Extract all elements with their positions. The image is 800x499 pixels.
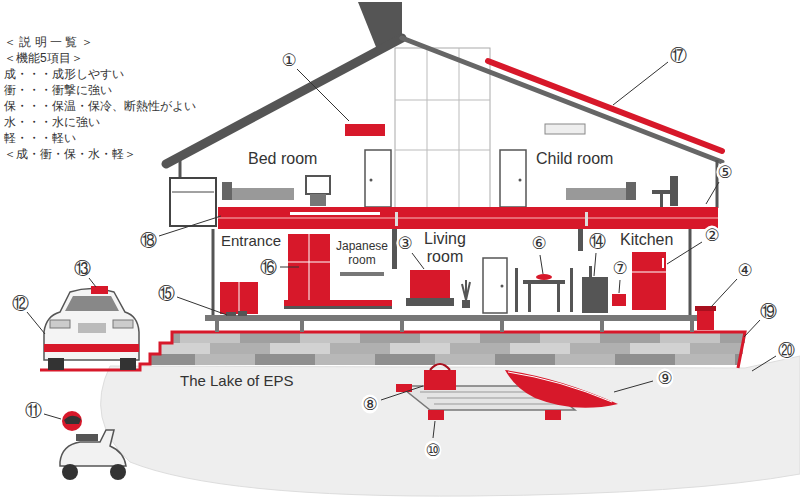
callout-number: ⑨	[656, 369, 673, 388]
callout-number: ⑥	[530, 234, 547, 253]
note-text: 水・・・水に強い	[4, 116, 100, 130]
note-text: 保・・・保温・保冷、断熱性がよい	[4, 100, 196, 114]
callout-number: ⑬	[73, 259, 92, 278]
callout-number: ②	[703, 226, 720, 245]
callout-number: ⑧	[361, 395, 378, 414]
room-label: Child room	[536, 150, 613, 168]
callout-number: ⑱	[139, 231, 158, 250]
callout-number: ⑭	[588, 232, 607, 251]
callout-number: ⑳	[777, 341, 796, 360]
callout-number: ⑦	[611, 259, 628, 278]
note-text: ＜成・衝・保・水・軽＞	[4, 148, 136, 162]
room-label: Entrance	[221, 232, 281, 249]
room-label: Living room	[412, 230, 478, 267]
callout-number: ⑤	[716, 163, 733, 182]
callout-number: ⑰	[669, 46, 688, 65]
callout-number: ⑪	[24, 401, 43, 420]
note-text: 衝・・・衝撃に強い	[4, 84, 112, 98]
callout-number: ①	[280, 51, 297, 70]
room-label: Kitchen	[620, 231, 673, 249]
callout-number: ⑯	[259, 258, 278, 277]
lake-label: The Lake of EPS	[180, 372, 293, 389]
callout-number: ⑮	[157, 284, 176, 303]
note-text: 軽・・・軽い	[4, 132, 76, 146]
callout-number: ③	[396, 234, 413, 253]
note-text: 成・・・成形しやすい	[4, 68, 124, 82]
callout-number: ⑫	[11, 294, 30, 313]
note-text: ＜ 説 明 一 覧 ＞	[4, 36, 93, 50]
note-text: ＜機能5項目＞	[4, 52, 83, 66]
callout-number: ⑩	[424, 441, 441, 460]
callout-number: ④	[736, 261, 753, 280]
callout-number: ⑲	[759, 302, 778, 321]
room-label: Bed room	[248, 150, 317, 168]
room-label: Japanese room	[333, 240, 391, 268]
